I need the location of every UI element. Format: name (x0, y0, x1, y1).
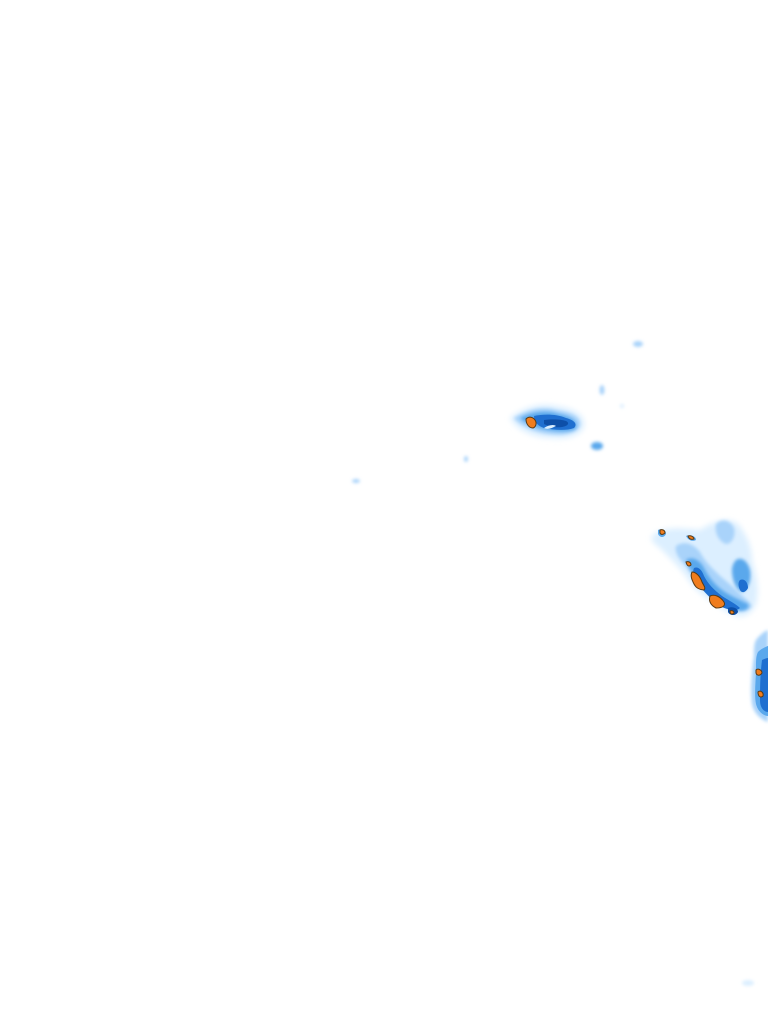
precip-echo (620, 404, 624, 408)
precip-echo-extreme (755, 668, 763, 676)
precip-cell-central (510, 404, 585, 439)
precip-echo-extreme (690, 571, 706, 591)
precip-band-east (651, 520, 758, 617)
precip-echo-extreme (757, 690, 764, 698)
precip-echo-extreme (659, 529, 666, 535)
precip-echo (693, 567, 740, 611)
precip-echo (715, 520, 735, 544)
precip-echo (464, 456, 468, 462)
precip-echo (738, 579, 748, 593)
precip-echo (352, 479, 360, 483)
precip-band-edge (751, 630, 768, 722)
precip-echo (599, 385, 605, 395)
precip-echo (633, 341, 643, 347)
precip-echo (742, 980, 754, 986)
precip-echo (544, 424, 556, 429)
precip-echo (591, 442, 603, 450)
precip-echo-extreme (687, 535, 695, 540)
precip-echoes-scattered (352, 341, 754, 986)
precip-echo-extreme (525, 416, 537, 429)
precip-echo-extreme (685, 561, 692, 567)
precip-echo-extreme (709, 594, 725, 609)
precip-echo-extreme (729, 610, 735, 615)
